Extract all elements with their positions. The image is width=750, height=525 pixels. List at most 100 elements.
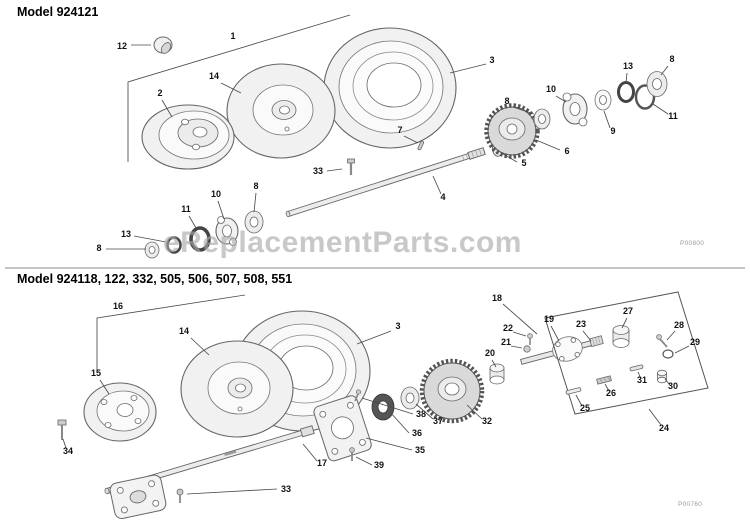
callout-bottom-17: 17 [302,443,327,468]
callout-label: 13 [623,61,633,71]
callout-bottom-15: 15 [91,368,110,395]
callout-top-9: 9 [603,110,616,136]
callout-label: 31 [637,375,647,385]
callout-label: 35 [415,445,425,455]
callout-bottom-20: 20 [485,348,497,368]
leader-line [535,139,561,151]
leader-line [99,379,110,395]
callout-label: 25 [580,403,590,413]
part-31-pin [629,364,644,372]
callout-label: 19 [544,314,554,324]
callout-top-8b: 8 [660,54,675,76]
leader-line [512,331,527,337]
part-11-seal-ring [634,84,656,110]
callout-top-13b: 13 [121,229,167,243]
callout-bottom-21: 21 [501,337,523,349]
leader-line [491,359,497,368]
part-29-washer [662,349,674,359]
callout-bottom-14: 14 [179,326,210,356]
part-18-shaft-assembly [520,335,604,365]
callout-label: 38 [416,409,426,419]
part-32-gear [419,358,485,424]
assembly-bracket-line-bottom [96,294,246,372]
callout-bottom-39: 39 [355,456,384,470]
part-15-hub [83,382,157,442]
callout-label: 14 [209,71,219,81]
part-39-bolt [349,447,355,461]
callout-label: 9 [610,126,615,136]
callout-bottom-25: 25 [575,394,590,413]
part-30-spacer [657,369,667,384]
callout-label: 17 [317,458,327,468]
callout-bottom-30: 30 [664,378,678,391]
callout-label: 6 [564,146,569,156]
callout-top-11b: 11 [181,204,197,229]
part-28-bolt [656,334,668,348]
leader-line [555,95,567,103]
leader-line [161,99,173,118]
callout-label: 36 [412,428,422,438]
leader-line [648,408,662,426]
callout-top-14: 14 [209,71,242,94]
part-27-spacer [612,325,630,348]
part-6-gear [484,103,540,159]
callout-top-12: 12 [117,41,151,51]
part-21-nut [523,345,531,353]
leader-line [253,192,257,213]
part-33-bolt [347,158,355,175]
callout-label: 8 [96,243,101,253]
leader-line [512,106,535,115]
leader-line [652,103,669,115]
callout-bottom-3: 3 [356,321,401,345]
callout-label: 23 [576,319,586,329]
callout-label: 13 [121,229,131,239]
part-13-bearing-a [617,81,635,103]
callout-label: 26 [606,388,616,398]
part-8-washer-a [533,108,551,130]
bottom-diagram: 16 14 3 15 34 17 33 39 [57,291,709,520]
leader-line [666,330,676,341]
callout-top-5: 5 [502,153,527,168]
callout-label: 21 [501,337,511,347]
leader-line [188,215,197,229]
leader-line [550,325,560,342]
callout-top-10b: 10 [211,189,225,220]
part-25-pin [565,387,582,395]
leader-line [502,153,518,163]
callout-bottom-35: 35 [365,437,425,455]
part-10-flange-bearing-a [562,92,588,127]
callout-bottom-22: 22 [503,323,527,337]
leader-line [510,345,523,349]
callout-label: 11 [668,111,678,121]
callout-label: 20 [485,348,495,358]
part-24-kit-box [544,291,709,415]
part-22-bolt [527,333,533,345]
callout-top-8c: 8 [253,181,259,213]
callout-bottom-28: 28 [666,320,684,341]
callout-bottom-26: 26 [604,383,616,398]
callout-top-1: 1 [230,31,235,41]
callout-label: 15 [91,368,101,378]
leader-line [674,345,690,354]
leader-line [621,317,628,329]
part-13-bearing-b [166,236,182,254]
leader-line [62,438,67,449]
callout-label: 2 [157,88,162,98]
leader-line [625,72,628,84]
leader-line [389,411,410,434]
part-11-bearing [189,226,211,252]
part-34-bolt [57,419,67,440]
callout-label: 18 [492,293,502,303]
leader-line [403,135,419,144]
section-title-bottom: Model 924118, 122, 332, 505, 506, 507, 5… [17,272,293,286]
part-2-hub-pulley [141,104,235,170]
callout-label: 7 [397,125,402,135]
part-35-bracket [313,395,372,462]
callout-bottom-38: 38 [361,397,426,419]
callout-label: 11 [181,204,191,214]
leader-line [575,394,583,407]
callout-label: 37 [433,416,443,426]
part-14-rim-b [180,340,294,438]
assembly-bracket-line [127,14,351,162]
watermark: eReplacementParts.com [163,226,522,259]
